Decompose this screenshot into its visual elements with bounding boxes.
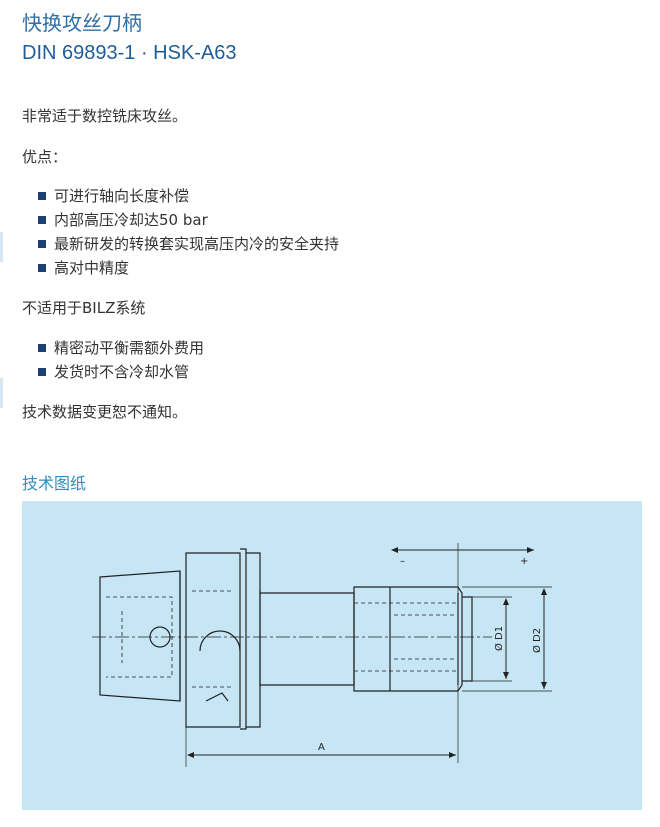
bullet-square-icon xyxy=(38,264,46,272)
side-tab-marker xyxy=(0,232,3,262)
list-item: 最新研发的转换套实现高压内冷的安全夹持 xyxy=(38,232,339,256)
plus-label: + xyxy=(520,556,528,567)
bullet-square-icon xyxy=(38,368,46,376)
list-item: 可进行轴向长度补偿 xyxy=(38,184,339,208)
list-item-text: 内部高压冷却达50 bar xyxy=(54,211,208,229)
list-item: 精密动平衡需额外费用 xyxy=(38,336,204,360)
advantages-list: 可进行轴向长度补偿 内部高压冷却达50 bar 最新研发的转换套实现高压内冷的安… xyxy=(38,184,339,280)
list-item-text: 发货时不含冷却水管 xyxy=(54,363,190,381)
bullet-square-icon xyxy=(38,344,46,352)
intro-text: 非常适于数控铣床攻丝。 xyxy=(22,107,188,125)
list-item-text: 可进行轴向长度补偿 xyxy=(54,187,190,205)
not-applicable-text: 不适用于BILZ系统 xyxy=(22,299,146,317)
product-title: 快换攻丝刀柄 xyxy=(22,11,142,35)
d1-label: Ø D1 xyxy=(493,626,505,651)
minus-label: – xyxy=(400,556,405,567)
a-label: A xyxy=(318,742,325,753)
list-item: 内部高压冷却达50 bar xyxy=(38,208,339,232)
advantages-label: 优点： xyxy=(22,148,68,166)
d2-label: Ø D2 xyxy=(531,628,543,653)
side-tab-marker xyxy=(0,378,3,408)
list-item-text: 高对中精度 xyxy=(54,259,130,277)
tool-holder-drawing: – + Ø D1 Ø D2 A xyxy=(92,543,552,767)
notice-text: 技术数据变更恕不通知。 xyxy=(22,403,188,421)
bullet-square-icon xyxy=(38,216,46,224)
extras-list: 精密动平衡需额外费用 发货时不含冷却水管 xyxy=(38,336,204,384)
product-standard-title: DIN 69893-1 · HSK-A63 xyxy=(22,42,237,64)
tool-holder-outline xyxy=(99,548,473,730)
bullet-square-icon xyxy=(38,192,46,200)
technical-drawing-heading: 技术图纸 xyxy=(22,474,87,493)
bullet-square-icon xyxy=(38,240,46,248)
list-item-text: 精密动平衡需额外费用 xyxy=(54,339,205,357)
list-item-text: 最新研发的转换套实现高压内冷的安全夹持 xyxy=(54,235,340,253)
list-item: 发货时不含冷却水管 xyxy=(38,360,204,384)
hidden-lines xyxy=(106,590,456,688)
list-item: 高对中精度 xyxy=(38,256,339,280)
technical-drawing: – + Ø D1 Ø D2 A xyxy=(22,501,642,810)
